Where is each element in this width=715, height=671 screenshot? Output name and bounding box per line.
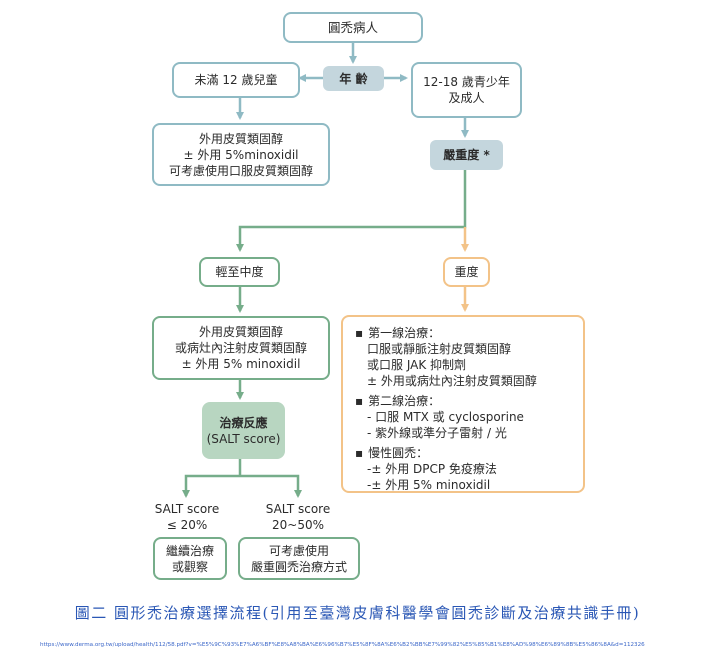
source-url[interactable]: https://www.derma.org.tw/upload/health/1… bbox=[40, 642, 645, 648]
arrow-response-split bbox=[184, 459, 300, 495]
salt-low-label: SALT score ≤ 20% bbox=[154, 502, 220, 532]
under12-node: 未滿 12 歲兒童 bbox=[172, 62, 300, 98]
mild-moderate-node: 輕至中度 bbox=[199, 257, 280, 287]
chronic-section: ▪慢性圓禿： -± 外用 DPCP 免疫療法 -± 外用 5% minoxidi… bbox=[355, 446, 497, 492]
child-treatment-node: 外用皮質類固醇 ± 外用 5%minoxidil 可考慮使用口服皮質類固醇 bbox=[152, 123, 330, 186]
first-line-section: ▪第一線治療： 口服或靜脈注射皮質類固醇 或口服 JAK 抑制劑 ± 外用或病灶… bbox=[355, 326, 537, 388]
consider-severe-node: 可考慮使用 嚴重圓禿治療方式 bbox=[238, 537, 360, 580]
response-node: 治療反應 (SALT score) bbox=[202, 402, 285, 459]
salt-high-label: SALT score 20~50% bbox=[265, 502, 331, 532]
mild-treatment-node: 外用皮質類固醇 或病灶內注射皮質類固醇 ± 外用 5% minoxidil bbox=[152, 316, 330, 380]
second-line-section: ▪第二線治療： - 口服 MTX 或 cyclosporine - 紫外線或準分… bbox=[355, 394, 524, 440]
severe-treatment-node: ▪第一線治療： 口服或靜脈注射皮質類固醇 或口服 JAK 抑制劑 ± 外用或病灶… bbox=[341, 315, 585, 493]
arrow-severity-split bbox=[236, 170, 467, 252]
severe-node: 重度 bbox=[443, 257, 490, 287]
patient-node: 圓禿病人 bbox=[283, 12, 423, 43]
age-node: 年 齡 bbox=[323, 66, 384, 91]
severity-node: 嚴重度 * bbox=[430, 140, 503, 170]
figure-caption: 圖二 圓形禿治療選擇流程(引用至臺灣皮膚科醫學會圓禿診斷及治療共識手冊) bbox=[74, 604, 641, 622]
continue-node: 繼續治療 或觀察 bbox=[153, 537, 227, 580]
teen-adult-node: 12-18 歲青少年 及成人 bbox=[411, 62, 522, 118]
